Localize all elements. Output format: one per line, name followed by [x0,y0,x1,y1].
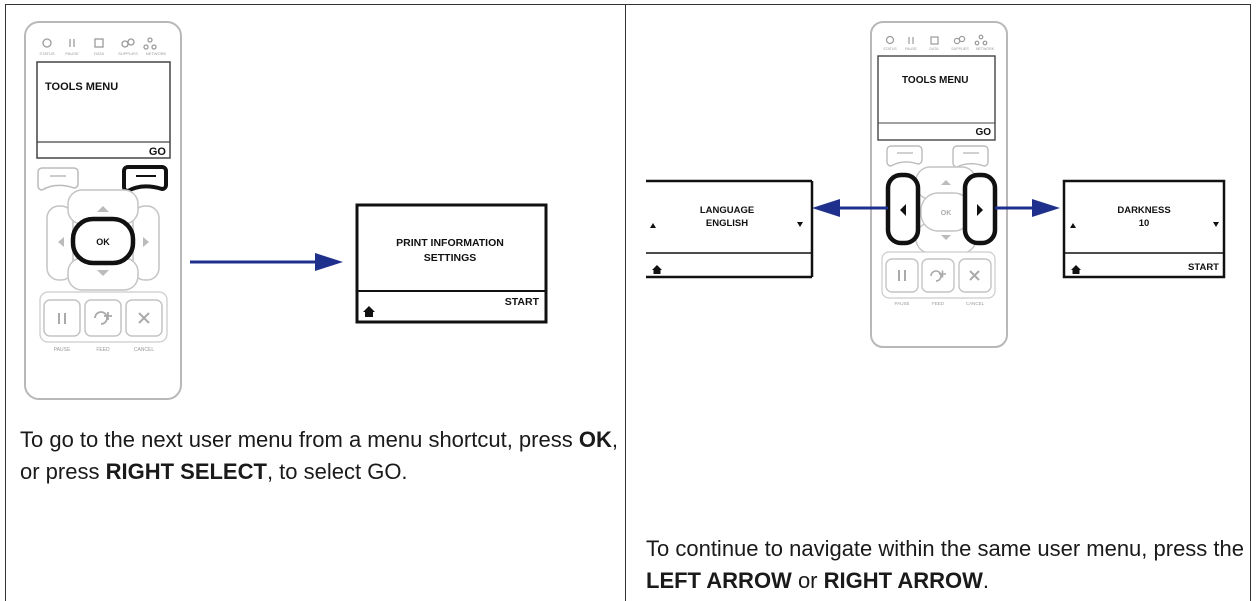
language-screen: LANGUAGE ENGLISH [646,179,814,279]
ok-label: OK [941,210,952,217]
home-icon [652,265,662,274]
right-arrow-connector [995,199,1060,217]
right-caption: To continue to navigate within the same … [646,536,1245,593]
ok-button[interactable] [70,216,136,266]
status-icon [42,38,52,48]
feed-icon [94,311,112,325]
screen-softkey: START [1188,262,1219,273]
right-select-button[interactable] [122,165,168,194]
lcd-screen [36,61,171,159]
screen-softkey: GO [975,127,991,138]
left-select-button[interactable] [886,145,923,167]
icon-label: NETWORK [976,47,995,51]
data-icon [930,36,939,45]
home-icon [363,306,375,317]
pause-button[interactable] [43,299,81,337]
screen-softkey: START [505,296,540,308]
icon-label: PAUSE [905,47,918,51]
screen-line-2: ENGLISH [706,218,748,229]
network-icon [147,37,153,43]
right-illustration: STATUS PAUSE DATA SUPPLIES NETWORK TOOLS… [646,21,1226,348]
darkness-screen: DARKNESS 10 START [1062,179,1226,279]
down-triangle-icon [1213,222,1219,227]
cancel-icon [969,270,980,281]
feed-button[interactable] [84,299,122,337]
down-triangle-icon [797,222,803,227]
icon-label: STATUS [39,51,55,56]
home-icon [1071,265,1081,274]
column-divider [625,4,626,601]
cancel-icon [138,312,150,324]
network-icon [978,34,984,40]
screen-line-2: 10 [1139,218,1150,229]
printer-control-panel-right: STATUS PAUSE DATA SUPPLIES NETWORK TOOLS… [870,21,1008,348]
left-caption: To go to the next user menu from a menu … [20,427,618,484]
feed-icon [930,270,946,282]
icon-label: DATA [929,47,939,51]
screen-title: TOOLS MENU [45,81,118,93]
left-select-button[interactable] [37,167,79,191]
screen-title: TOOLS MENU [902,75,968,86]
icon-label: DATA [94,51,104,56]
up-triangle-icon [1070,223,1076,228]
button-label: FEED [96,347,110,353]
screen-line-2: SETTINGS [424,252,477,264]
button-label: FEED [932,301,945,306]
icon-label: NETWORK [146,51,167,56]
lcd-screen [877,55,996,141]
left-illustration: STATUS PAUSE DATA SUPPLIES NETWORK TOOLS… [24,21,548,400]
screen-line-1: DARKNESS [1117,205,1170,216]
status-icon [885,35,895,45]
feed-button[interactable] [921,258,955,293]
button-label: PAUSE [895,301,910,306]
icon-label: SUPPLIES [951,47,969,51]
up-triangle-icon [650,223,656,228]
button-label: CANCEL [966,301,985,306]
ok-label: OK [96,237,110,247]
icon-label: PAUSE [65,51,79,56]
icon-label: STATUS [883,47,897,51]
right-arrow-connector [190,253,343,271]
result-screen: PRINT INFORMATION SETTINGS START [355,203,548,324]
icon-label: SUPPLIES [118,51,138,56]
printer-control-panel-left: STATUS PAUSE DATA SUPPLIES NETWORK TOOLS… [24,21,182,400]
table-frame [5,4,1251,601]
screen-softkey: GO [149,146,167,158]
screen-line-1: LANGUAGE [700,205,754,216]
button-label: PAUSE [54,347,71,353]
pause-button[interactable] [885,258,919,293]
button-label: CANCEL [134,347,155,353]
screen-line-1: PRINT INFORMATION [396,237,504,249]
right-select-button[interactable] [952,145,989,168]
data-icon [94,38,104,48]
left-arrow-connector [812,199,888,217]
